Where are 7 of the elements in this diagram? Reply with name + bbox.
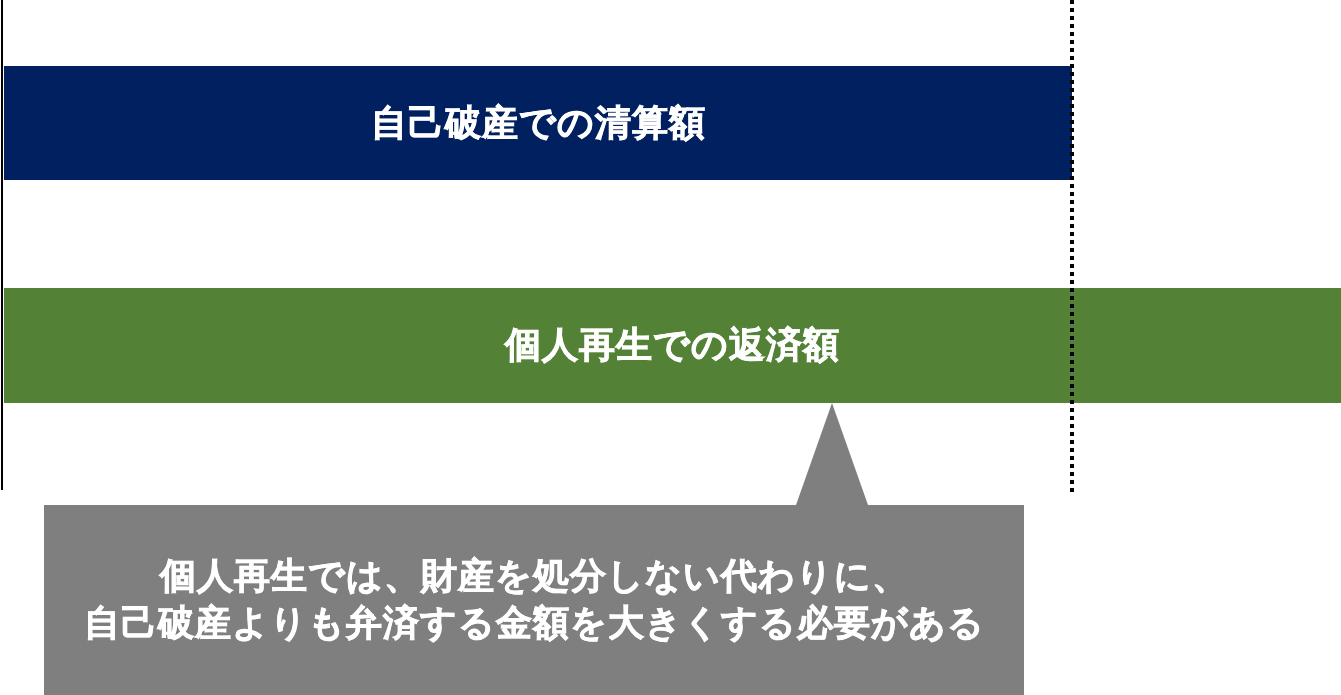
bar-label: 個人再生での返済額 [505,323,840,368]
callout-box [44,505,1024,695]
callout-pointer [796,403,868,505]
callout-text: 個人再生では、財産を処分しない代わりに、自己破産よりも弁済する金額を大きくする必要がある [82,554,986,645]
bar [4,66,1072,180]
bar [4,288,1341,403]
bar-label: 自己破産での清算額 [370,100,706,145]
